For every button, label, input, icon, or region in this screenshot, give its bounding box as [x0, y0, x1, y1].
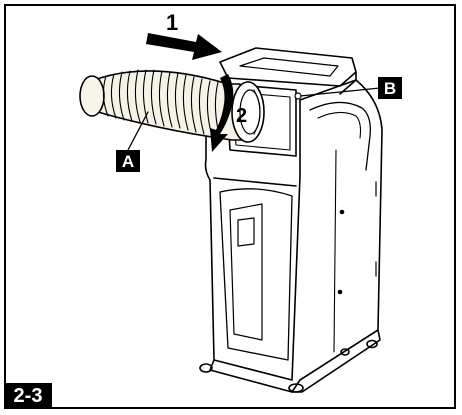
callout-a-label: A	[122, 152, 134, 171]
wheel-rear	[366, 339, 378, 349]
leader-line-a	[127, 111, 149, 151]
callout-b-box	[378, 77, 402, 99]
arrow-push-direction	[146, 33, 222, 60]
unit-top-panel	[219, 47, 357, 87]
callout-b-label: B	[384, 79, 396, 98]
unit-front-body	[204, 99, 301, 381]
exhaust-hose	[79, 69, 265, 143]
unit-front-lower-panel	[219, 188, 293, 361]
unit-side-body	[299, 79, 383, 381]
front-window	[237, 217, 255, 247]
hose-open-end	[79, 75, 105, 117]
leader-line-b	[299, 87, 381, 97]
step-2-label: 2	[236, 105, 247, 127]
arrow-rotate-direction	[210, 74, 234, 152]
wheel-front-right	[288, 383, 304, 393]
step-1-label: 1	[166, 10, 178, 35]
callout-a-box	[116, 150, 140, 172]
figure-number-badge: 2-3	[4, 383, 52, 409]
hose-adapter	[231, 81, 265, 143]
wheel-front-left	[199, 363, 213, 373]
